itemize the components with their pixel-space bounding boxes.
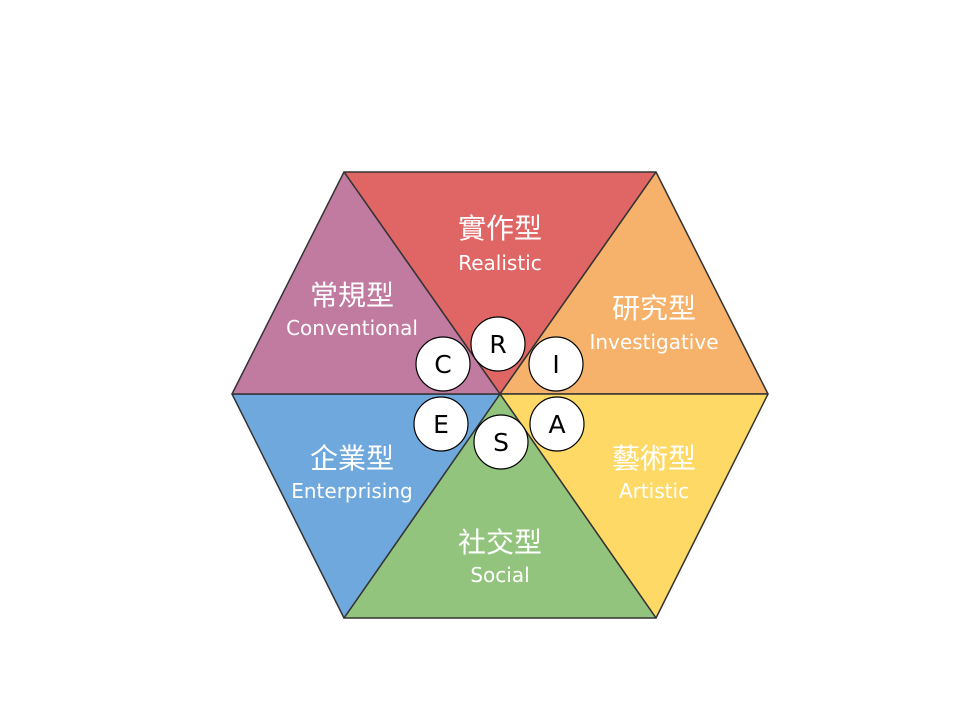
- letter-circle-s: S: [473, 414, 529, 470]
- label-investigative-zh: 研究型: [612, 292, 696, 325]
- label-social-zh: 社交型: [458, 526, 542, 559]
- letter-circles: R I A S E C: [413, 316, 585, 470]
- label-enterprising-en: Enterprising: [291, 479, 413, 503]
- label-realistic-zh: 實作型: [458, 212, 542, 245]
- label-conventional-en: Conventional: [286, 316, 418, 340]
- letter-circle-a: A: [529, 396, 585, 452]
- letter-circle-c: C: [415, 336, 471, 392]
- letter-c: C: [434, 350, 451, 379]
- label-investigative-en: Investigative: [589, 330, 718, 354]
- letter-a: A: [548, 410, 565, 439]
- label-conventional-zh: 常規型: [310, 279, 394, 312]
- letter-circle-r: R: [470, 316, 526, 372]
- letter-circle-e: E: [413, 396, 469, 452]
- letter-e: E: [433, 410, 449, 439]
- label-artistic-zh: 藝術型: [612, 442, 696, 475]
- letter-i: I: [552, 350, 559, 379]
- letter-s: S: [493, 428, 509, 457]
- segment-labels: 實作型 Realistic 研究型 Investigative 藝術型 Arti…: [286, 212, 718, 587]
- label-artistic-en: Artistic: [619, 479, 689, 503]
- label-social-en: Social: [470, 563, 529, 587]
- letter-r: R: [489, 330, 506, 359]
- label-enterprising-zh: 企業型: [310, 442, 394, 475]
- letter-circle-i: I: [528, 336, 584, 392]
- label-realistic-en: Realistic: [458, 251, 542, 275]
